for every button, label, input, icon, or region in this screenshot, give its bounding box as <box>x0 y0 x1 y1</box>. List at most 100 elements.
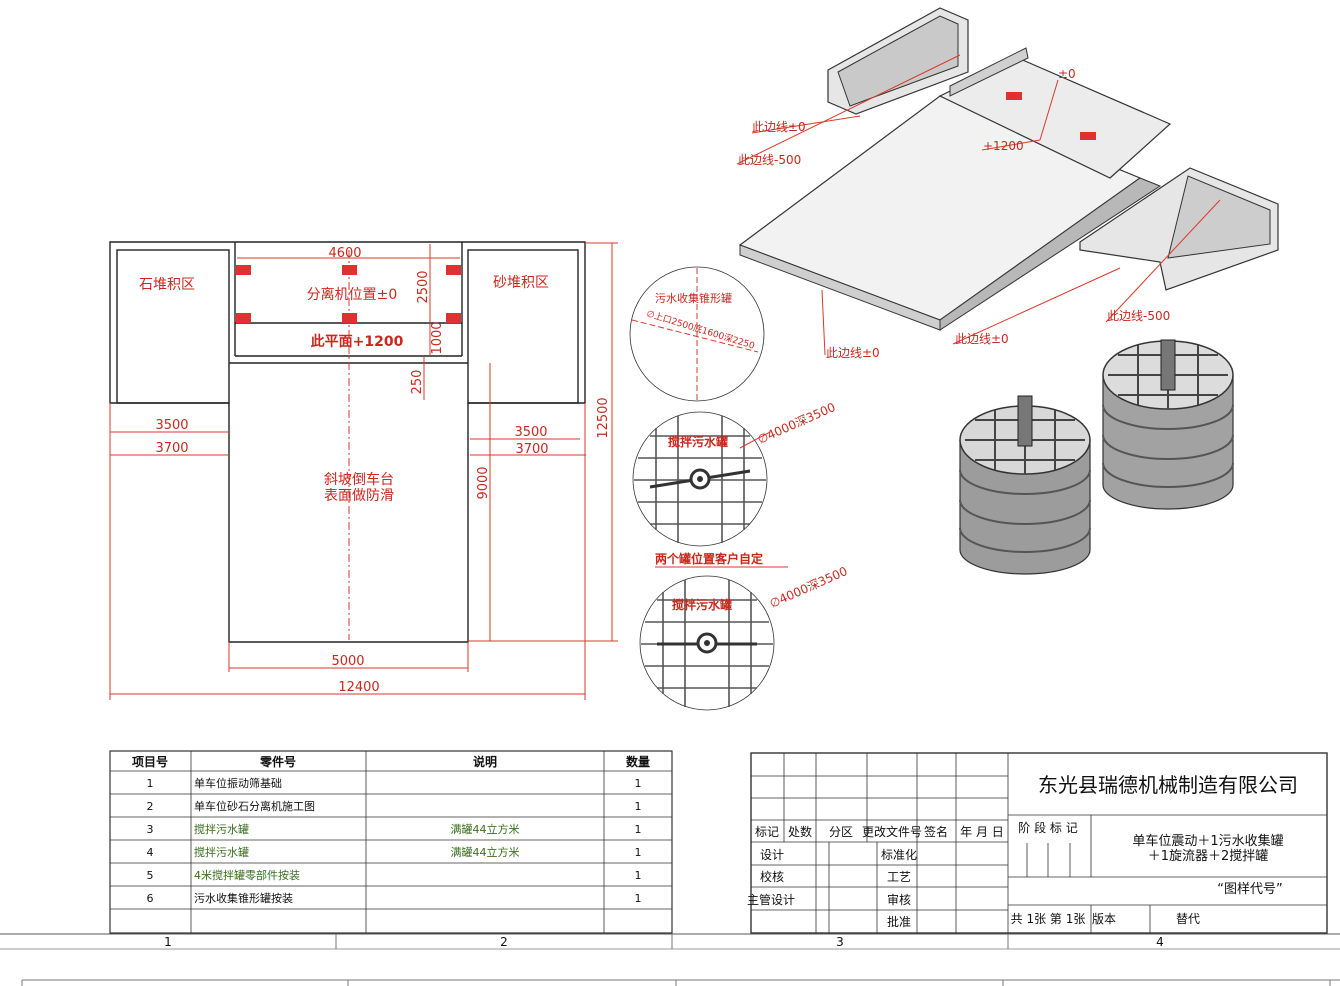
anchor-pad <box>446 265 461 275</box>
bom-row-part: 搅拌污水罐 <box>194 845 249 859</box>
drawing-code: “图样代号” <box>1217 882 1282 897</box>
isometric-foundation: 此边线±0 此边线-500 ±0 +1200 此边线±0 此边线±0 此边线-5… <box>736 7 1279 360</box>
iso-level-0: ±0 <box>1058 67 1076 81</box>
iso-edge-0-a: 此边线±0 <box>752 120 806 134</box>
stone-area-label: 石堆积区 <box>139 277 195 293</box>
cone-tank-spec: ∅上口2500底1600深2250 <box>645 307 756 351</box>
mix-tank-view-1: 搅拌污水罐 ∅4000深3500 <box>632 400 838 547</box>
dim-top-width: 4600 <box>328 246 361 261</box>
bom-header-item: 项目号 <box>132 754 168 769</box>
iso-edge-0-b: 此边线±0 <box>826 346 880 360</box>
bom-row-part: 污水收集锥形罐按装 <box>194 891 293 905</box>
iso-edge-0-c: 此边线±0 <box>955 332 1009 346</box>
iso-edge-m500-b: 此边线-500 <box>1107 309 1170 323</box>
zone-label: 1 <box>164 935 172 949</box>
rev-header-count: 处数 <box>788 824 812 839</box>
iso-pad <box>1080 132 1096 140</box>
bom-header-qty: 数量 <box>626 754 650 769</box>
title-block: 东光县瑞德机械制造有限公司 单车位震动＋1污水收集罐 ＋1旋流器＋2搅拌罐 “图… <box>747 752 1328 934</box>
process-label: 工艺 <box>887 870 911 884</box>
review-label: 审核 <box>887 892 911 907</box>
bom-row-desc: 满罐44立方米 <box>451 845 520 859</box>
separator-position-label: 分离机位置±0 <box>307 286 398 303</box>
bom-row-no: 4 <box>147 846 154 859</box>
design-label: 设计 <box>760 848 784 862</box>
bom-row-qty: 1 <box>635 800 642 813</box>
dim-separator-depth: 2500 <box>416 270 431 303</box>
ramp-label-line1: 斜坡倒车台 <box>324 471 394 488</box>
rev-header-sign: 签名 <box>924 824 948 839</box>
cone-tank-label: 污水收集锥形罐 <box>655 291 732 305</box>
approve-label: 批准 <box>887 914 911 929</box>
bom-row-desc: 满罐44立方米 <box>451 822 520 836</box>
drawing-title-line2: ＋1旋流器＋2搅拌罐 <box>1148 848 1269 864</box>
bom-row-qty: 1 <box>635 892 642 905</box>
tank-position-note: 两个罐位置客户自定 <box>655 551 763 566</box>
zone-label: 4 <box>1156 935 1164 949</box>
bom-row-no: 1 <box>147 777 154 790</box>
dim-ramp-width: 5000 <box>331 654 364 669</box>
bom-row-no: 3 <box>147 823 154 836</box>
rev-header-doc: 更改文件号 <box>862 824 922 839</box>
dim-step: 250 <box>410 370 425 395</box>
rev-header-zone: 分区 <box>829 825 853 839</box>
rev-header-mark: 标记 <box>755 825 779 839</box>
drawing-title-line1: 单车位震动＋1污水收集罐 <box>1132 833 1283 849</box>
plan-view: 石堆积区 砂堆积区 分离机位置±0 此平面+1200 斜坡倒车台 表面做防滑 4… <box>109 241 618 700</box>
mixing-tank-3d-left <box>959 395 1091 575</box>
dim-right-3500: 3500 <box>514 425 547 440</box>
dim-platform-depth: 1000 <box>430 321 445 354</box>
bom-row-part: 单车位砂石分离机施工图 <box>194 799 315 813</box>
dim-total-length: 12500 <box>596 397 611 438</box>
mix-tank-view-2: 搅拌污水罐 ∅4000深3500 <box>639 564 850 711</box>
ramp-label-line2: 表面做防滑 <box>324 487 394 504</box>
iso-level-1200: +1200 <box>983 139 1024 153</box>
bom-header-desc: 说明 <box>473 754 497 769</box>
sand-area-label: 砂堆积区 <box>493 275 549 291</box>
anchor-pad <box>446 313 461 323</box>
bom-row-no: 5 <box>147 869 154 882</box>
bom-row-part: 搅拌污水罐 <box>194 822 249 836</box>
bom-row-no: 6 <box>147 892 154 905</box>
bom-table: 项目号 零件号 说明 数量 1 单车位振动筛基础 1 2 单车位砂石分离机施工图… <box>109 750 673 934</box>
chief-design-label: 主管设计 <box>747 892 795 907</box>
bom-row-qty: 1 <box>635 846 642 859</box>
dim-ramp-length: 9000 <box>476 466 491 499</box>
zone-strip: 1 2 3 4 <box>0 933 1340 986</box>
platform-level-label: 此平面+1200 <box>311 333 404 350</box>
version-label: 版本 <box>1092 912 1116 926</box>
bom-row-qty: 1 <box>635 823 642 836</box>
dim-left-3700: 3700 <box>155 441 188 456</box>
mix-tank-label-1: 搅拌污水罐 <box>668 434 728 449</box>
iso-edge-m500-a: 此边线-500 <box>738 153 801 167</box>
mixing-tank-3d-right <box>1102 339 1234 510</box>
replace-label: 替代 <box>1176 912 1200 926</box>
rev-header-date: 年 月 日 <box>960 825 1004 839</box>
dim-total-width: 12400 <box>338 680 379 695</box>
dim-left-3500: 3500 <box>155 418 188 433</box>
zone-label: 2 <box>500 935 508 949</box>
bom-row-qty: 1 <box>635 869 642 882</box>
mix-tank-spec-1: ∅4000深3500 <box>756 400 838 447</box>
bom-row-part: 4米搅拌罐零部件按装 <box>194 868 300 882</box>
bom-row-qty: 1 <box>635 777 642 790</box>
bom-header-part: 零件号 <box>259 754 296 769</box>
check-label: 校核 <box>760 869 784 884</box>
anchor-pad <box>236 265 251 275</box>
company-name: 东光县瑞德机械制造有限公司 <box>1038 773 1298 797</box>
stone-area-box <box>116 249 230 404</box>
anchor-pad <box>236 313 251 323</box>
sand-area-box <box>467 249 579 404</box>
zone-label: 3 <box>836 935 844 949</box>
cone-tank-view: 污水收集锥形罐 ∅上口2500底1600深2250 <box>629 266 765 402</box>
bom-row-no: 2 <box>147 800 154 813</box>
standardization-label: 标准化 <box>881 848 917 862</box>
mix-tank-spec-2: ∅4000深3500 <box>768 564 850 611</box>
sheet-info: 共 1张 第 1张 <box>1011 912 1086 926</box>
dim-right-3700: 3700 <box>515 442 548 457</box>
bom-row-part: 单车位振动筛基础 <box>194 776 282 790</box>
stage-mark: 阶 段 标 记 <box>1018 820 1077 835</box>
iso-pad <box>1006 92 1022 100</box>
mix-tank-label-2: 搅拌污水罐 <box>672 597 732 612</box>
